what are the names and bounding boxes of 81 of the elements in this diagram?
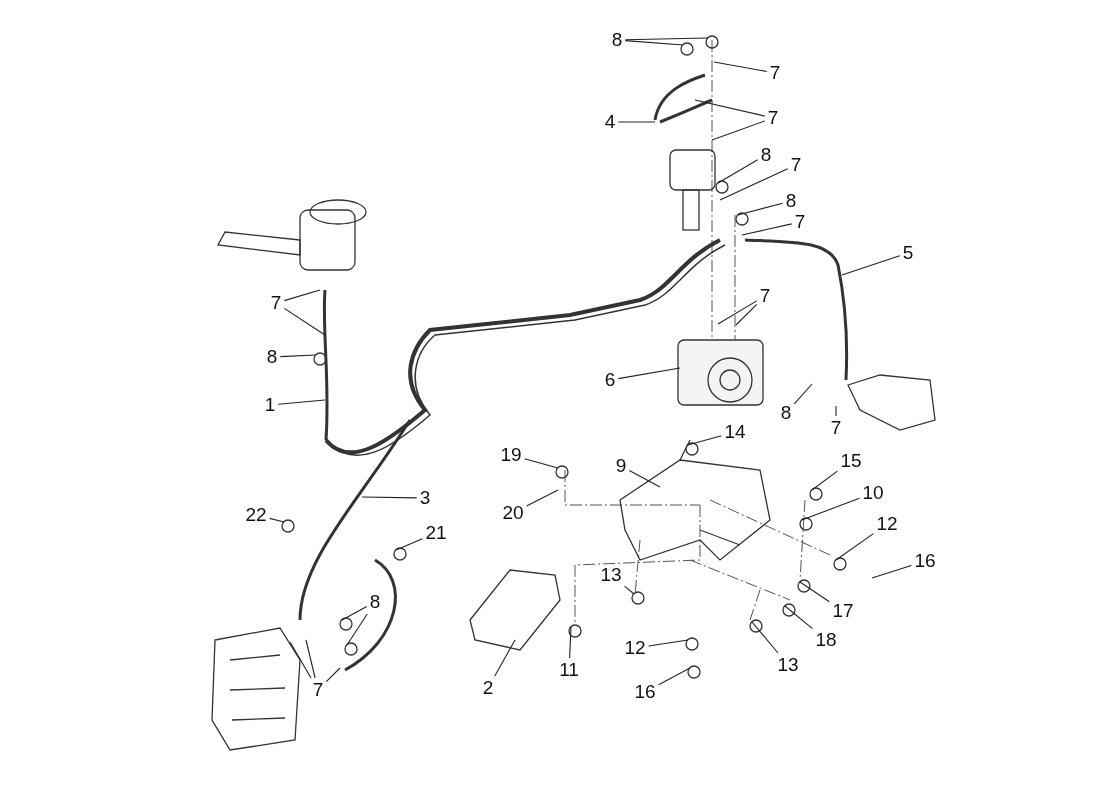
leader-line	[624, 585, 635, 595]
leader-line	[784, 605, 813, 630]
leader-line	[835, 405, 837, 417]
leader-line	[751, 621, 779, 654]
callout-number: 7	[793, 212, 807, 232]
leader-line	[658, 667, 691, 686]
leader-line	[277, 399, 326, 405]
leader-line	[569, 626, 572, 659]
leader-line	[617, 121, 656, 123]
callout-number: 1	[263, 395, 277, 415]
leader-line	[341, 605, 368, 621]
leader-line	[801, 497, 860, 521]
leader-line	[741, 223, 793, 236]
leader-line	[283, 307, 326, 336]
callout-number: 19	[499, 445, 523, 465]
leader-line	[494, 639, 516, 677]
callout-number: 11	[558, 660, 580, 680]
callout-number: 17	[831, 601, 855, 621]
leader-line	[524, 458, 559, 469]
callout-number: 15	[839, 451, 863, 471]
leader-line	[289, 641, 312, 679]
callout-number: 12	[875, 514, 899, 534]
callout-number: 18	[814, 630, 838, 650]
leader-line	[711, 120, 766, 141]
leader-line	[628, 469, 661, 488]
leader-line	[687, 435, 722, 446]
leader-line	[841, 255, 901, 276]
leader-line	[526, 489, 559, 507]
leader-line	[346, 613, 368, 646]
leader-line	[871, 564, 912, 579]
leader-line	[799, 581, 830, 603]
leader-line	[694, 99, 766, 117]
callout-number: 8	[610, 30, 624, 50]
callout-number: 8	[368, 592, 382, 612]
leader-line	[279, 354, 317, 358]
callout-number: 10	[861, 483, 885, 503]
callout-number: 7	[789, 155, 803, 175]
callout-number: 5	[901, 243, 915, 263]
callout-number: 8	[784, 191, 798, 211]
callout-number: 7	[768, 63, 782, 83]
callout-number: 20	[501, 503, 525, 523]
callout-number: 22	[244, 505, 268, 525]
callout-number: 3	[418, 488, 432, 508]
callout-number: 7	[311, 680, 325, 700]
leader-line	[624, 40, 684, 46]
leader-line	[325, 667, 341, 683]
leader-line	[811, 470, 838, 491]
callout-number: 2	[481, 678, 495, 698]
callout-number: 8	[779, 403, 793, 423]
callout-number: 4	[603, 112, 617, 132]
leader-line	[737, 202, 784, 216]
callout-number: 13	[599, 565, 623, 585]
callout-number: 7	[829, 418, 843, 438]
leader-line	[713, 61, 768, 73]
callout-number: 21	[424, 523, 448, 543]
callout-number: 8	[759, 145, 773, 165]
leader-line	[717, 159, 759, 184]
leader-line	[648, 639, 689, 647]
leader-line	[719, 168, 789, 201]
callout-number: 16	[633, 682, 657, 702]
leader-line	[735, 303, 758, 326]
leader-line	[835, 533, 874, 561]
callout-number: 13	[776, 655, 800, 675]
callout-number: 12	[623, 638, 647, 658]
callout-number: 7	[758, 286, 772, 306]
callout-number: 6	[603, 370, 617, 390]
callout-number: 16	[913, 551, 937, 571]
callout-number: 7	[269, 293, 283, 313]
callout-number: 7	[766, 108, 780, 128]
leader-line	[617, 367, 681, 380]
leader-line	[717, 300, 758, 325]
leader-line	[283, 289, 321, 302]
callout-number: 14	[723, 422, 747, 442]
callout-number: 8	[265, 347, 279, 367]
leader-line	[305, 639, 316, 679]
callout-number: 9	[614, 456, 628, 476]
leader-line	[269, 517, 285, 523]
leader-line	[395, 538, 423, 551]
leader-line	[793, 383, 813, 405]
leader-line	[361, 496, 418, 499]
leader-line	[624, 37, 709, 41]
